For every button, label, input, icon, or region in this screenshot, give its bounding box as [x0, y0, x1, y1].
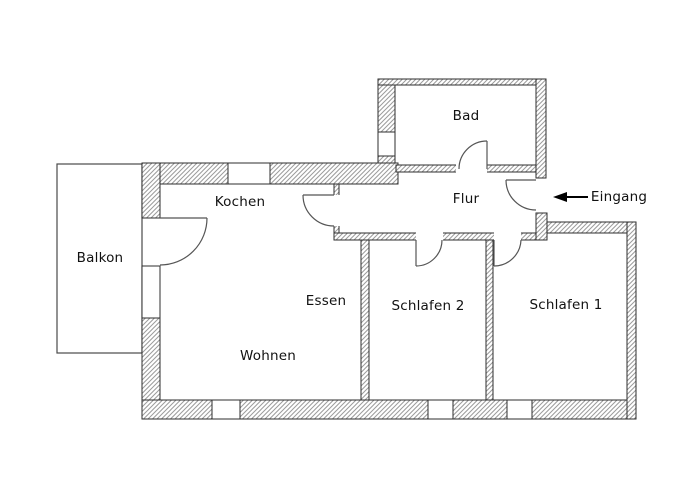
room-label-essen: Essen	[305, 293, 347, 309]
door-schlafen1	[493, 239, 522, 267]
room-label-flur: Flur	[452, 191, 480, 207]
window-schlafen1	[506, 399, 533, 420]
window-wohnen-left	[141, 265, 161, 319]
windows	[141, 131, 533, 420]
room-label-schlafen1: Schlafen 1	[529, 297, 603, 313]
room-label-schlafen2: Schlafen 2	[391, 298, 465, 314]
wall-schlafen2-schlafen1	[485, 239, 494, 401]
window-wohnen-bottom	[211, 399, 241, 420]
room-label-balkon: Balkon	[76, 250, 124, 266]
entrance-arrow-icon	[553, 192, 588, 202]
door-balkon	[159, 217, 208, 266]
door-openings	[333, 164, 521, 241]
wall-bad-right	[535, 78, 547, 179]
wall-right	[626, 221, 637, 420]
door-kochen	[302, 194, 335, 227]
room-label-kochen: Kochen	[214, 194, 266, 210]
door-entrance	[505, 179, 537, 211]
room-label-wohnen: Wohnen	[240, 348, 296, 364]
wall-left-upper	[141, 162, 161, 219]
window-kochen	[227, 162, 271, 185]
door-schlafen2	[415, 239, 443, 267]
entrance-label: Eingang	[590, 189, 648, 205]
window-schlafen2	[427, 399, 454, 420]
window-bad	[377, 131, 396, 157]
room-label-bad: Bad	[452, 108, 480, 124]
wall-schlafen1-top	[546, 221, 628, 234]
wall-essen-schlafen2	[360, 239, 370, 401]
wall-entrance-below	[535, 212, 548, 241]
wall-bad-top	[377, 78, 547, 86]
door-bad	[458, 140, 488, 170]
balcony-outline	[56, 163, 143, 354]
walls	[141, 78, 637, 420]
doors	[159, 140, 537, 267]
